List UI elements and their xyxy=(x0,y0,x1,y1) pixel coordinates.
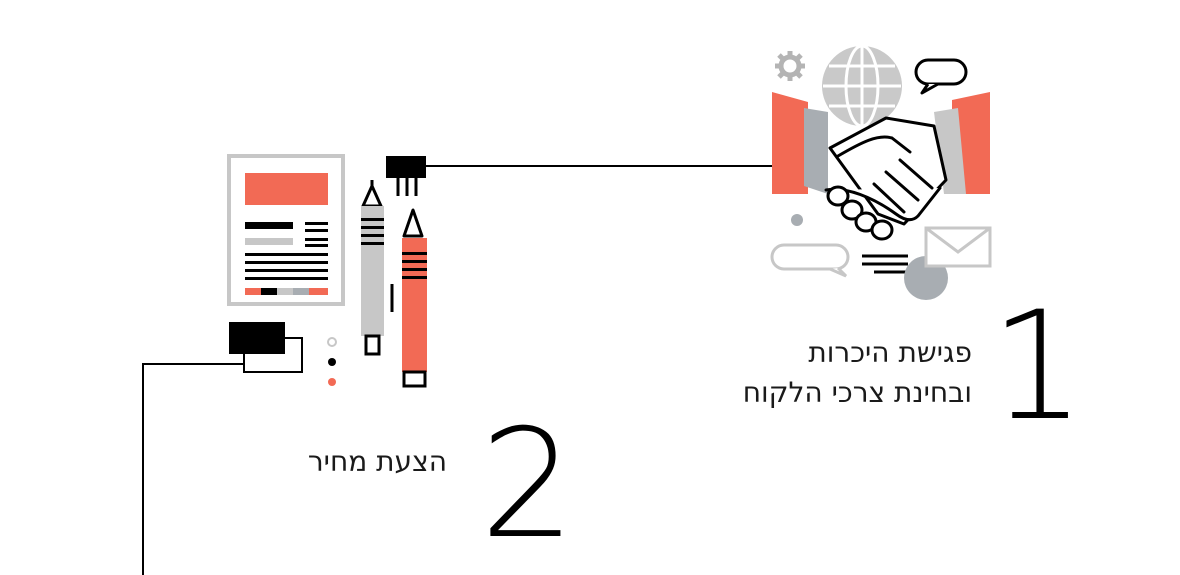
chat-bubble-gray-icon xyxy=(770,243,850,278)
pencil-icon xyxy=(361,180,394,356)
step-1-line-2: ובחינת צרכי הלקוח xyxy=(742,376,972,409)
handshake-icon xyxy=(772,92,990,241)
connector-step1-step2 xyxy=(386,156,775,196)
step-2-number: 2 xyxy=(480,398,576,572)
pen-icon xyxy=(402,208,427,388)
step-2-title: הצעת מחיר xyxy=(227,445,447,479)
dots-icon xyxy=(327,337,337,386)
dot-icon xyxy=(791,214,803,226)
step-1-number: 1 xyxy=(990,280,1086,454)
speech-bubble-icon xyxy=(914,58,968,95)
block-connector-icon xyxy=(229,322,303,373)
globe-icon xyxy=(822,44,902,128)
connector-step2-down xyxy=(142,363,244,575)
step-2-line-1: הצעת מחיר xyxy=(307,445,447,478)
gear-icon xyxy=(775,51,805,81)
document-icon xyxy=(227,154,345,306)
step-1-line-1: פגישת היכרות xyxy=(808,336,972,369)
envelope-icon xyxy=(924,226,992,268)
step-1-title: פגישת היכרות ובחינת צרכי הלקוח xyxy=(652,333,972,413)
text-lines-icon xyxy=(862,254,908,274)
